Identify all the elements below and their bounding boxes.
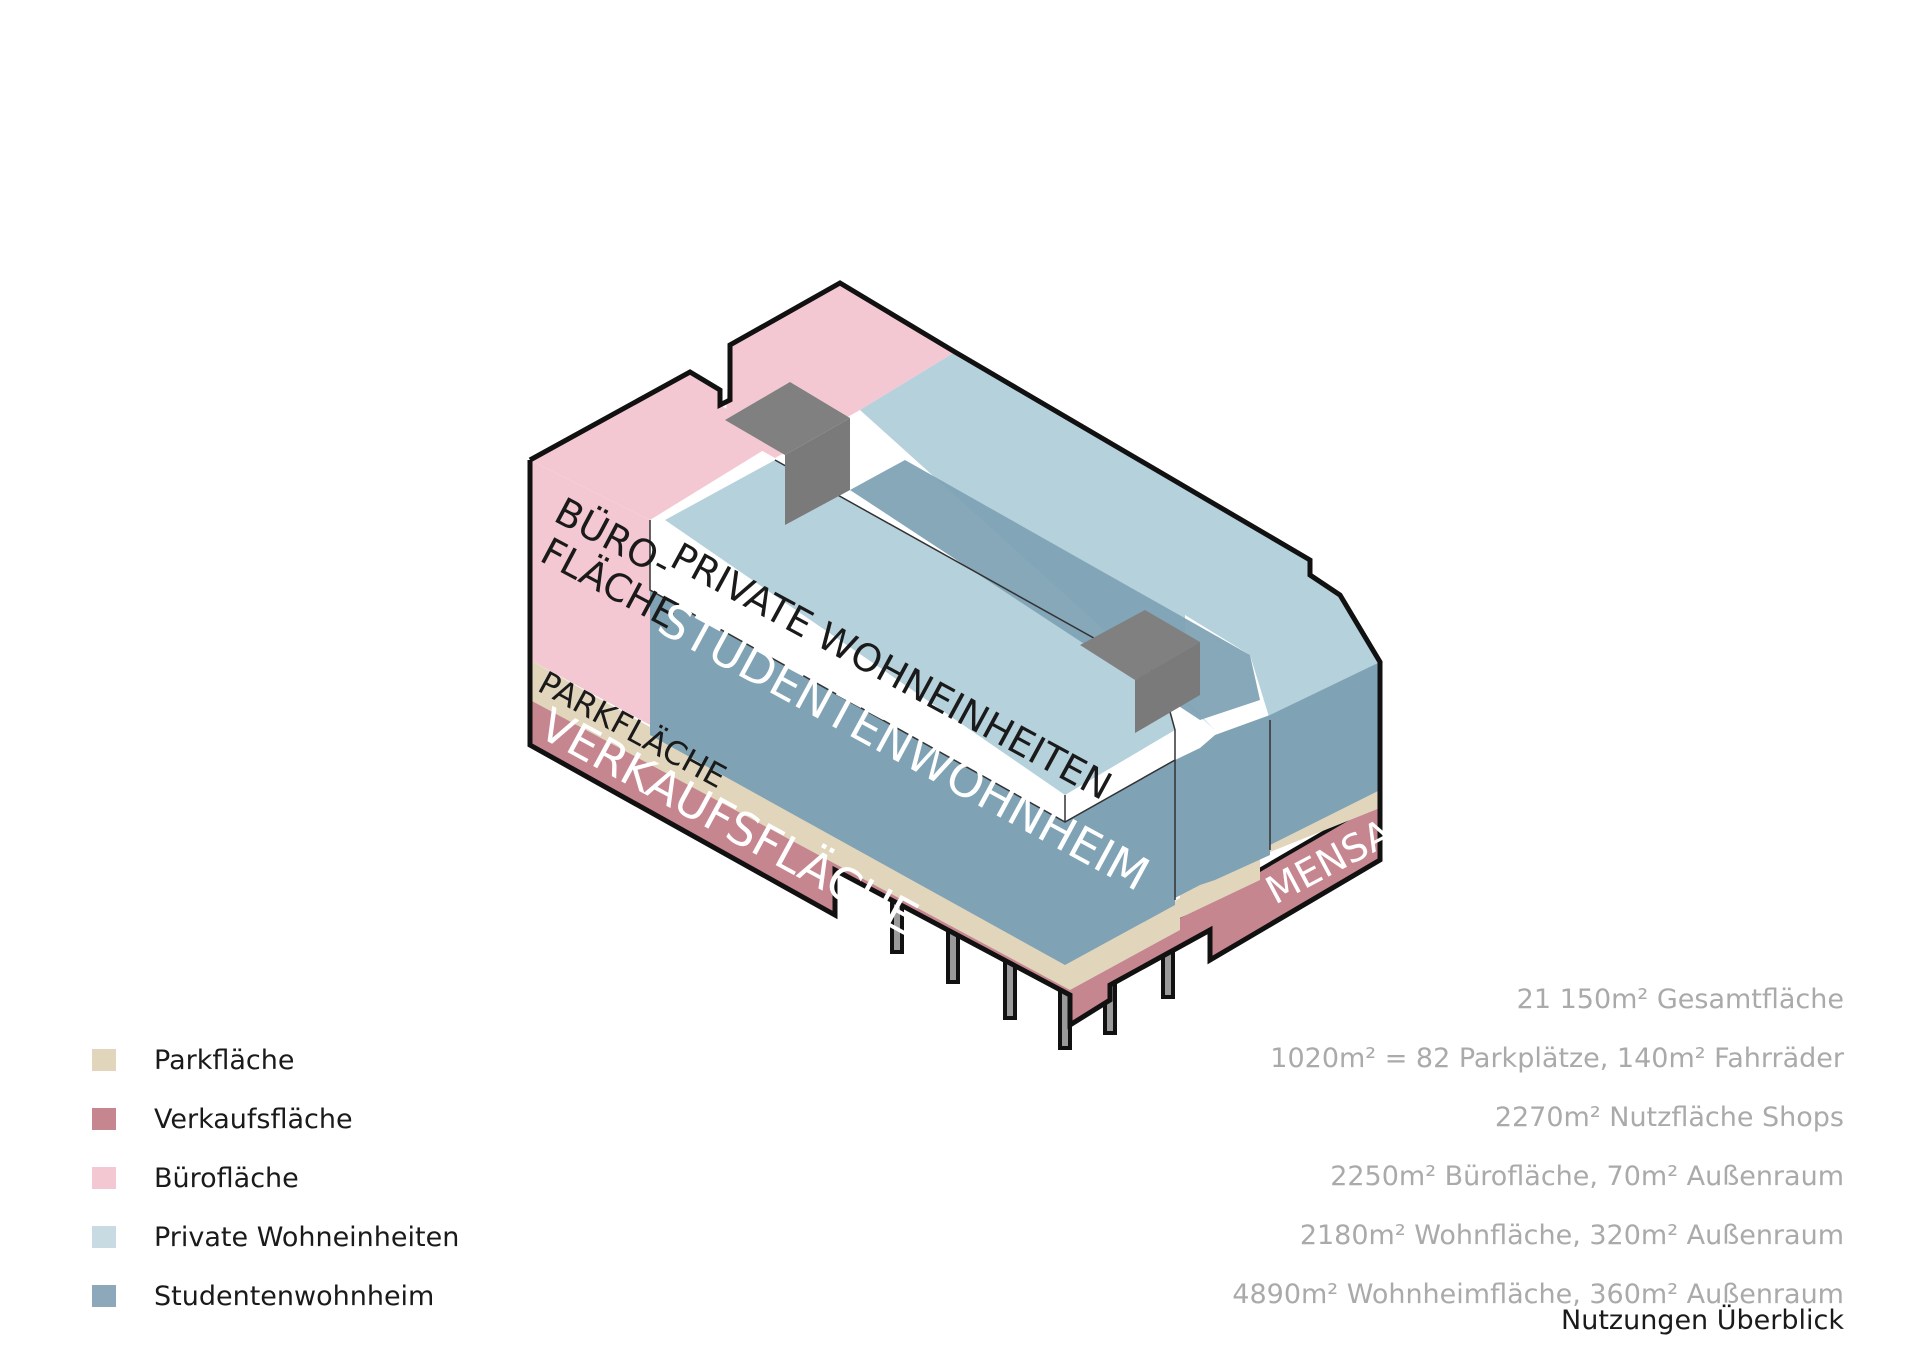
legend-label: Studentenwohnheim — [154, 1280, 435, 1312]
stat-student: 4890m² Wohnheimfläche, 360m² Außenraum — [1232, 1279, 1844, 1310]
vertical-cores — [725, 382, 1200, 733]
stat-parking: 1020m² = 82 Parkplätze, 140m² Fahrräder — [1270, 1043, 1844, 1074]
legend-swatch — [92, 1049, 116, 1071]
stat-office: 2250m² Bürofläche, 70m² Außenraum — [1330, 1161, 1844, 1192]
legend-item-retail: Verkaufsfläche — [92, 1099, 353, 1139]
legend-item-parking: Parkfläche — [92, 1040, 294, 1080]
stat-private: 2180m² Wohnfläche, 320m² Außenraum — [1299, 1220, 1844, 1251]
student-volume-faces — [650, 590, 1380, 965]
legend-item-student: Studentenwohnheim — [92, 1276, 434, 1316]
legend-label: Private Wohneinheiten — [154, 1221, 460, 1253]
legend-label: Parkfläche — [154, 1044, 295, 1076]
legend-swatch — [92, 1285, 116, 1307]
legend-swatch — [92, 1167, 116, 1189]
building-outline — [527, 280, 1383, 1030]
stat-total-area: 21 150m² Gesamtfläche — [1516, 984, 1844, 1015]
legend-swatch — [92, 1108, 116, 1130]
legend-label: Bürofläche — [154, 1162, 299, 1194]
legend-item-private: Private Wohneinheiten — [92, 1217, 459, 1257]
legend-swatch — [92, 1226, 116, 1248]
legend-label: Verkaufsfläche — [154, 1103, 353, 1135]
stat-shops: 2270m² Nutzfläche Shops — [1494, 1102, 1844, 1133]
legend-item-office: Bürofläche — [92, 1158, 299, 1198]
office-volume — [530, 283, 955, 725]
diagram-caption: Nutzungen Überblick — [1561, 1305, 1844, 1336]
